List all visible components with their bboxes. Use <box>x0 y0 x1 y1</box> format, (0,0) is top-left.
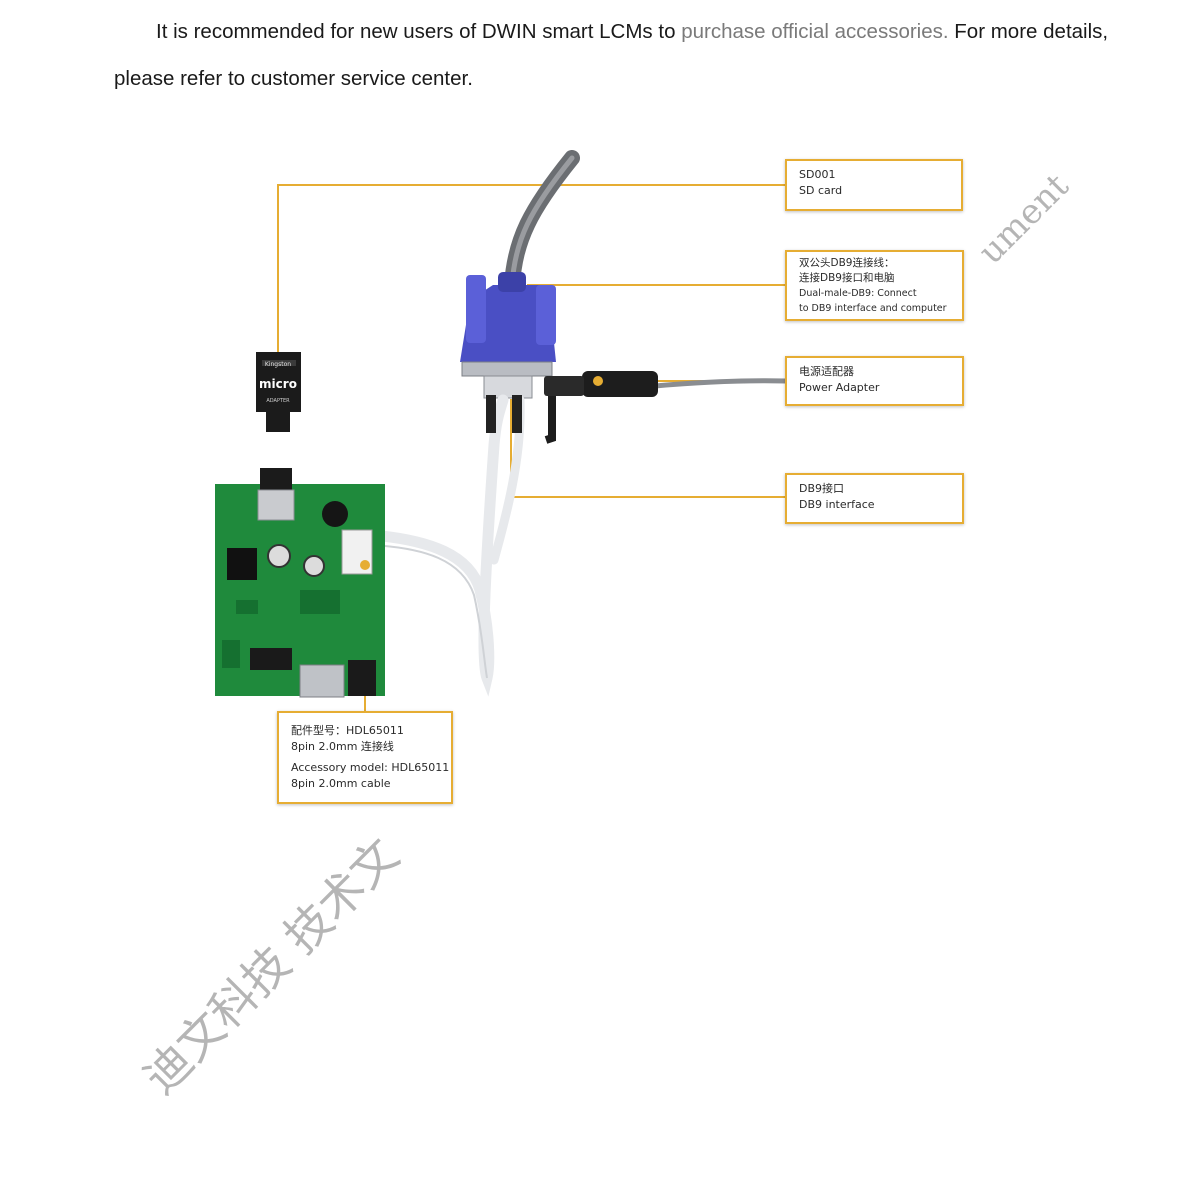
db9-cable-highlight <box>509 155 575 288</box>
callout-db9-cable-en2: to DB9 interface and computer <box>799 303 947 314</box>
callout-accessory-en2: 8pin 2.0mm cable <box>291 777 391 790</box>
sd-logo: micro <box>259 377 297 391</box>
callout-power-adapter-cn: 电源适配器 <box>799 365 854 378</box>
intro-part2: purchase official accessories. <box>681 20 949 43</box>
ribbon-cable <box>366 394 509 697</box>
callout-db9-cable: 双公头DB9连接线： 连接DB9接口和电脑 Dual-male-DB9: Con… <box>785 250 964 321</box>
intro-part1: It is recommended for new users of DWIN … <box>156 20 682 43</box>
callout-sd-card-model: SD001 <box>799 168 836 181</box>
callout-accessory: 配件型号：HDL65011 8pin 2.0mm 连接线 Accessory m… <box>277 711 453 804</box>
callout-accessory-cn1: 配件型号：HDL65011 <box>291 724 404 737</box>
callout-db9-interface: DB9接口 DB9 interface <box>785 473 964 524</box>
callout-power-adapter-en: Power Adapter <box>799 381 880 394</box>
callout-sd-card: SD001 SD card <box>785 159 963 211</box>
power-adapter-plug <box>544 371 787 444</box>
intro-part3: For more details, <box>948 20 1109 43</box>
callout-sd-card-desc: SD card <box>799 184 843 197</box>
db9-connector <box>460 272 556 399</box>
sd-brand: Kingston <box>265 361 291 368</box>
callout-power-adapter: 电源适配器 Power Adapter <box>785 356 964 406</box>
callout-db9-interface-en: DB9 interface <box>799 498 875 511</box>
ribbon-cable-edge <box>371 544 488 679</box>
intro-paragraph: It is recommended for new users of DWIN … <box>114 8 1154 102</box>
db9-cable <box>504 150 580 293</box>
sd-card: Kingston micro ADAPTER <box>256 352 301 432</box>
db9-plug-right <box>512 395 522 433</box>
callout-db9-cable-cn1: 双公头DB9连接线： <box>799 257 895 269</box>
leader-sd-card <box>277 184 786 371</box>
callout-db9-cable-cn2: 连接DB9接口和电脑 <box>799 272 895 284</box>
pcb-board <box>215 468 385 698</box>
callout-accessory-en1: Accessory model: HDL65011 <box>291 761 450 774</box>
callout-db9-cable-en1: Dual-male-DB9: Connect <box>799 288 917 299</box>
intro-line2: please refer to customer service center. <box>114 67 473 90</box>
sd-adapter-label: ADAPTER <box>266 398 290 404</box>
callout-accessory-cn2: 8pin 2.0mm 连接线 <box>291 740 394 753</box>
db9-plug-left <box>486 395 496 433</box>
callout-db9-interface-cn: DB9接口 <box>799 482 845 495</box>
